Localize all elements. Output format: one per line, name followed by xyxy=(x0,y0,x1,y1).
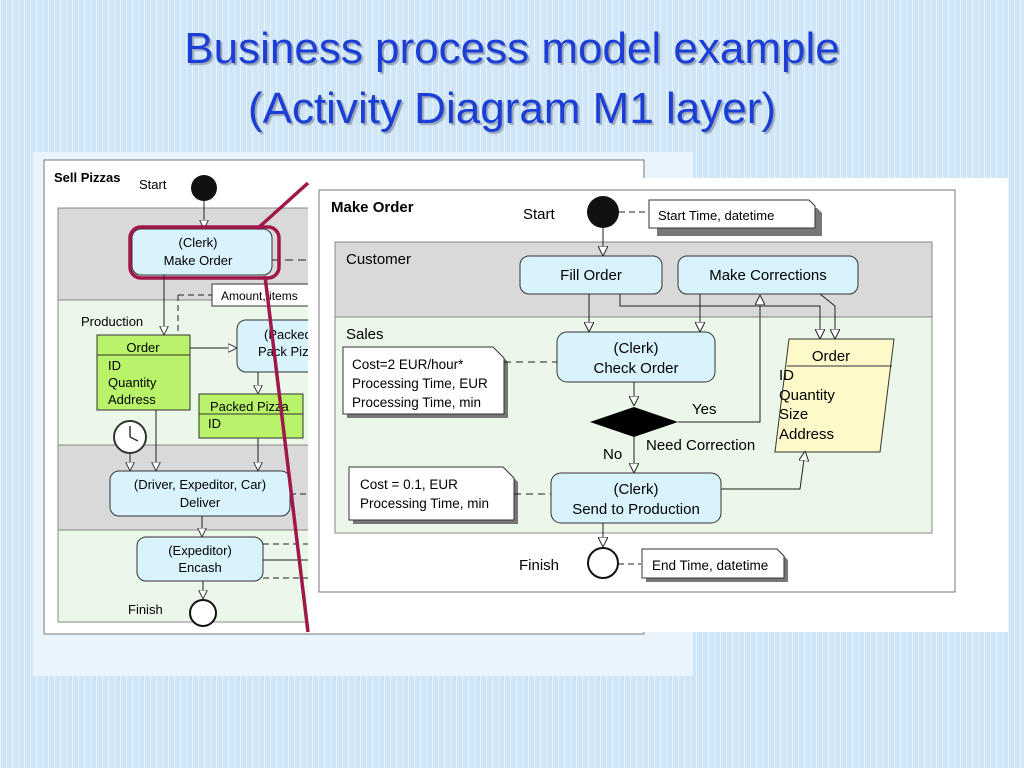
clock-icon xyxy=(113,420,147,454)
order-field-quantity: Quantity xyxy=(108,375,157,390)
zoom-order-object: Order ID Quantity Size Address xyxy=(774,338,895,453)
order-object xyxy=(96,334,191,411)
start-node xyxy=(191,175,217,201)
encash-role: (Expeditor) xyxy=(168,543,232,558)
zoom-finish-label: Finish xyxy=(519,557,559,574)
zoom-order-title: Order xyxy=(812,348,850,365)
make-order-label: Make Order xyxy=(164,253,233,268)
finish-node xyxy=(189,599,217,627)
amount-note: Amount, items xyxy=(221,289,298,303)
deliver-label: Deliver xyxy=(180,495,221,510)
zoom-start-label: Start xyxy=(523,206,556,223)
packed-pizza-field-id: ID xyxy=(208,416,221,431)
cost-note-send: Cost = 0.1, EUR Processing Time, min xyxy=(348,466,518,524)
lane-production: Production xyxy=(81,314,143,329)
packed-pizza-title: Packed Pizza xyxy=(210,399,290,414)
start-note-text: Start Time, datetime xyxy=(658,208,774,223)
cost-note1-line3: Processing Time, min xyxy=(352,395,481,410)
zoom-order-field-size: Size xyxy=(779,406,808,423)
pack-label: Pack Piz xyxy=(258,344,309,359)
finish-label: Finish xyxy=(128,602,163,617)
zoom-finish-node xyxy=(587,547,619,579)
end-note-text: End Time, datetime xyxy=(652,558,768,573)
send-production-role: (Clerk) xyxy=(614,481,659,498)
check-order-label: Check Order xyxy=(593,360,678,377)
cost-note1-line1: Cost=2 EUR/hour* xyxy=(352,357,464,372)
pack-role: (Packed xyxy=(264,327,312,342)
make-order-diagram: Make Order Start Start Time, datetime Cu… xyxy=(308,178,1008,632)
encash-label: Encash xyxy=(178,560,221,575)
order-object-title: Order xyxy=(126,340,160,355)
send-production-activity[interactable] xyxy=(550,472,722,524)
slide-title-line2: (Activity Diagram M1 layer) xyxy=(247,84,777,133)
encash-activity[interactable] xyxy=(136,536,264,582)
order-field-id: ID xyxy=(108,358,121,373)
zoom-order-field-address: Address xyxy=(779,426,834,443)
start-label: Start xyxy=(139,177,167,192)
fill-order-label: Fill Order xyxy=(560,267,622,284)
cost-note1-line2: Processing Time, EUR xyxy=(352,376,488,391)
end-time-note: End Time, datetime xyxy=(641,548,788,582)
zoom-order-field-id: ID xyxy=(779,367,794,384)
decision-no: No xyxy=(603,446,622,463)
check-order-role: (Clerk) xyxy=(614,340,659,357)
send-production-label: Send to Production xyxy=(572,501,700,518)
make-order-role: (Clerk) xyxy=(179,235,218,250)
lane-customer: Customer xyxy=(346,251,411,268)
start-time-note: Start Time, datetime xyxy=(648,199,822,236)
cost-note2-line1: Cost = 0.1, EUR xyxy=(360,477,458,492)
cost-note-check: Cost=2 EUR/hour* Processing Time, EUR Pr… xyxy=(342,346,508,418)
zoom-start-node xyxy=(587,196,619,228)
zoom-order-field-quantity: Quantity xyxy=(779,387,835,404)
make-order-activity[interactable] xyxy=(131,228,273,276)
check-order-activity[interactable] xyxy=(556,331,716,383)
highlight-box xyxy=(128,225,281,280)
order-field-address: Address xyxy=(108,392,156,407)
cost-note2-line2: Processing Time, min xyxy=(360,496,489,511)
need-correction-label: Need Correction xyxy=(646,437,755,454)
decision-node xyxy=(590,407,678,437)
frame-title: Sell Pizzas xyxy=(54,170,120,185)
deliver-role: (Driver, Expeditor, Car) xyxy=(134,477,266,492)
slide-title-line1: Business process model example xyxy=(184,24,840,73)
fill-order-activity[interactable] xyxy=(519,255,663,295)
lane-sales: Sales xyxy=(346,326,384,343)
make-corrections-activity[interactable] xyxy=(677,255,859,295)
make-corrections-label: Make Corrections xyxy=(709,267,827,284)
decision-yes: Yes xyxy=(692,401,716,418)
zoom-frame-title: Make Order xyxy=(331,199,414,216)
